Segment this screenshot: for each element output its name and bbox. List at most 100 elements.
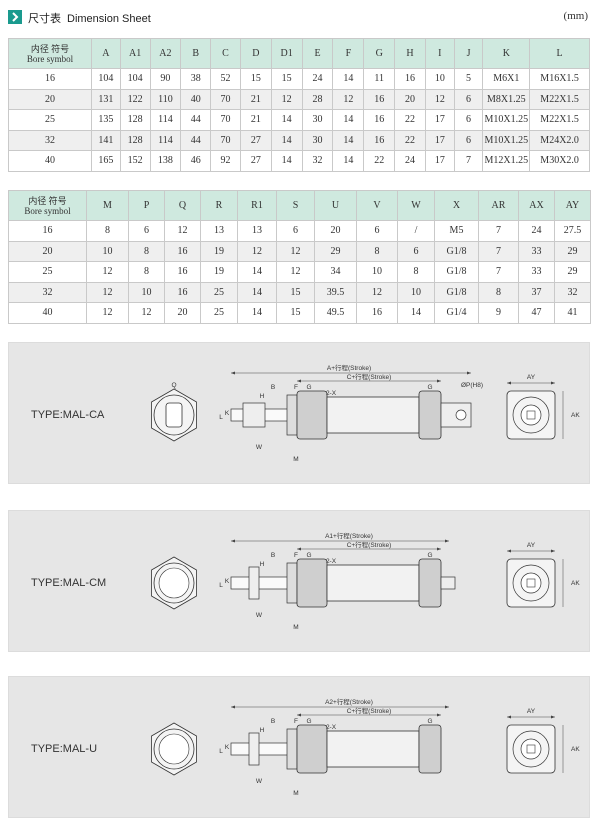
chevron-right-icon <box>8 10 22 24</box>
table-cell: 114 <box>149 129 182 151</box>
column-header-a2: A2 <box>149 38 182 69</box>
column-header-c: C <box>210 38 241 69</box>
table-cell: 8 <box>128 240 165 262</box>
rear-cap <box>418 558 442 608</box>
body-length-label: C+行程(Stroke) <box>347 372 392 381</box>
dimension-letter-l: L <box>219 414 223 421</box>
cylinder-barrel <box>326 564 420 602</box>
table-cell: 10 <box>397 281 435 303</box>
column-header-r1: R1 <box>237 190 277 221</box>
column-header-d: D <box>239 38 272 69</box>
column-header-w: W <box>397 190 435 221</box>
column-header-a1: A1 <box>119 38 151 69</box>
table-cell: G1/4 <box>434 302 479 324</box>
pin-diameter-label: ØP(H8) <box>461 382 483 389</box>
table-cell: 6 <box>397 240 435 262</box>
table-cell: 46 <box>180 150 212 172</box>
arrow-head <box>297 379 301 383</box>
arrow-head <box>437 713 441 717</box>
table-cell: 12 <box>332 88 365 110</box>
table-cell: 22 <box>394 129 426 151</box>
table-cell: 14 <box>332 109 365 131</box>
arrow-head <box>507 715 511 719</box>
arrow-head <box>551 715 555 719</box>
rod-clevis <box>242 402 266 428</box>
arrow-head <box>507 549 511 553</box>
table-cell: 39.5 <box>314 281 357 303</box>
bore-header-line: 内径 符号 <box>28 195 67 206</box>
table-cell: 12 <box>276 240 315 262</box>
table-cell: 16 <box>164 281 201 303</box>
table-cell: 47 <box>518 302 555 324</box>
table-cell: 24 <box>394 150 426 172</box>
dimension-letter-m: M <box>293 456 298 463</box>
table-cell: 32 <box>554 281 591 303</box>
type-label: TYPE:MAL-CA <box>31 409 105 421</box>
table-cell: 20 <box>394 88 426 110</box>
rod-nut <box>248 566 260 600</box>
bore-size-cell: 25 <box>8 109 92 131</box>
title-chinese: 尺寸表 <box>28 13 61 25</box>
table-cell: G1/8 <box>434 281 479 303</box>
arrow-head <box>437 547 441 551</box>
column-header-j: J <box>453 38 484 69</box>
dimension-letter-g: G <box>427 718 432 725</box>
front-cap <box>296 724 328 774</box>
table-cell: 8 <box>86 220 129 242</box>
bore-header-line: 内径 符号 <box>30 43 70 54</box>
type-label: TYPE:MAL-CM <box>31 577 107 589</box>
dimension-letter-m: M <box>293 624 298 631</box>
end-view-circle <box>153 562 195 604</box>
table-cell: 8 <box>397 261 435 283</box>
bore-size-cell: 32 <box>8 281 87 303</box>
overall-length-label: A1+行程(Stroke) <box>325 531 373 540</box>
ay-label: AY <box>527 708 536 715</box>
table-cell: 14 <box>332 150 365 172</box>
column-header-e: E <box>301 38 334 69</box>
cylinder-barrel <box>326 730 420 768</box>
table-cell: 15 <box>270 68 303 90</box>
table-cell: 7 <box>478 220 519 242</box>
piston-rod <box>230 576 292 590</box>
table-cell: 8 <box>128 261 165 283</box>
column-header-a: A <box>91 38 121 69</box>
body-length-label: C+行程(Stroke) <box>347 540 392 549</box>
column-header-q: Q <box>164 190 201 221</box>
table-cell: 49.5 <box>314 302 357 324</box>
table-cell: 11 <box>363 68 396 90</box>
table-cell: M8X1.25 <box>482 88 531 110</box>
table-cell: 6 <box>356 220 398 242</box>
rear-cap <box>418 390 442 440</box>
dimension-letter-m: M <box>293 790 298 797</box>
column-header-u: U <box>314 190 357 221</box>
dimension-letter-2-x: 2-X <box>326 558 337 565</box>
rear-view-circle <box>512 730 550 768</box>
table-cell: 14 <box>237 302 277 324</box>
table-cell: 52 <box>210 68 241 90</box>
table-cell: 17 <box>424 150 455 172</box>
table-cell: 9 <box>478 302 519 324</box>
column-header-ar: AR <box>478 190 519 221</box>
table-cell: G1/8 <box>434 240 479 262</box>
end-view-inner <box>158 567 190 599</box>
table-cell: 135 <box>91 109 121 131</box>
table-cell: 17 <box>424 129 455 151</box>
rear-view-port <box>520 738 542 760</box>
table-cell: 70 <box>210 129 241 151</box>
table-cell: 14 <box>332 129 365 151</box>
end-view-circle <box>153 394 195 436</box>
table-cell: 37 <box>518 281 555 303</box>
table-cell: M24X2.0 <box>529 129 590 151</box>
table-cell: 122 <box>119 88 151 110</box>
table-cell: 141 <box>91 129 121 151</box>
front-cap <box>296 390 328 440</box>
table-cell: 165 <box>91 150 121 172</box>
dimension-letter-l: L <box>219 582 223 589</box>
table-cell: 29 <box>554 240 591 262</box>
table-cell: 12 <box>86 261 129 283</box>
table-cell: M12X1.25 <box>482 150 531 172</box>
